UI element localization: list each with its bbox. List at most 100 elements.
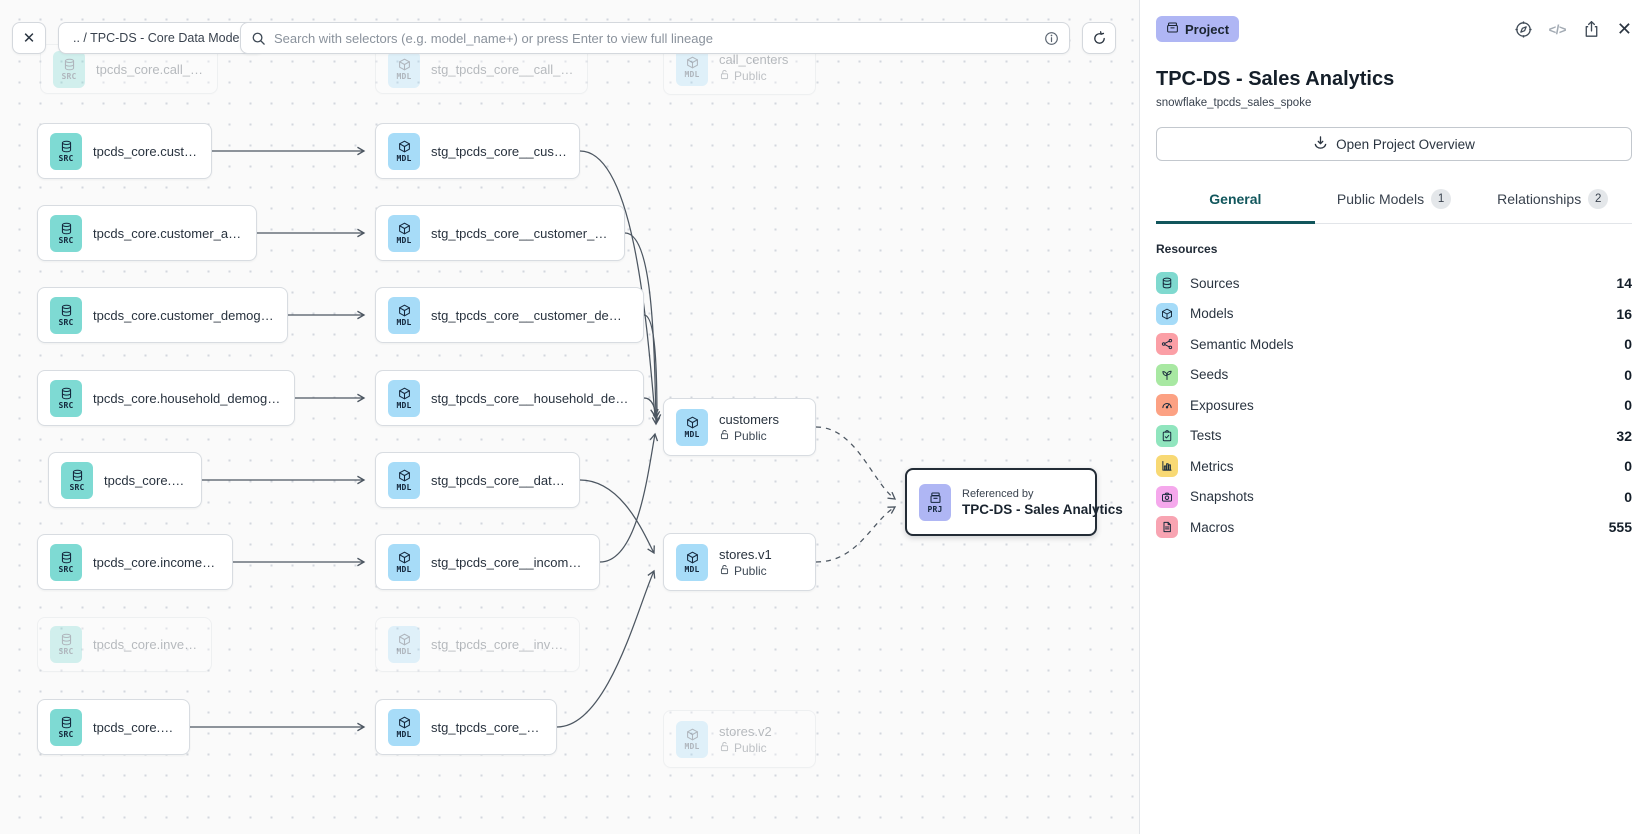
open-project-overview-button[interactable]: Open Project Overview bbox=[1156, 127, 1632, 161]
lock-open-icon bbox=[719, 564, 730, 578]
node-stg-household-demographics[interactable]: MDLstg_tpcds_core__household_demogr… bbox=[375, 370, 644, 426]
close-lineage-button[interactable]: ✕ bbox=[12, 22, 46, 54]
camera-icon bbox=[1156, 485, 1178, 508]
tab-general-label: General bbox=[1209, 191, 1262, 207]
database-icon bbox=[1156, 272, 1178, 295]
cube-icon: MDL bbox=[388, 626, 420, 663]
node-label: stg_tpcds_core__customer bbox=[431, 143, 567, 159]
resource-count: 0 bbox=[1624, 488, 1632, 505]
clipboard-icon bbox=[1156, 424, 1178, 447]
archive-icon: PRJ bbox=[919, 483, 951, 521]
node-stg-date-dim[interactable]: MDL stg_tpcds_core__date_dim bbox=[375, 452, 580, 508]
resource-row-seeds: Seeds 0 bbox=[1156, 360, 1632, 391]
tab-general[interactable]: General bbox=[1156, 183, 1315, 224]
database-icon: SRC bbox=[50, 296, 82, 334]
cube-icon: MDL bbox=[388, 461, 420, 499]
search-input[interactable] bbox=[274, 30, 1036, 46]
search-icon bbox=[251, 31, 266, 46]
node-label: stg_tpcds_core__customer_demogra… bbox=[431, 307, 631, 323]
project-badge-label: Project bbox=[1185, 21, 1230, 37]
resource-count: 555 bbox=[1608, 519, 1632, 536]
cube-icon: MDL bbox=[676, 49, 708, 86]
project-type-badge: Project bbox=[1156, 16, 1240, 42]
explore-lineage-icon[interactable] bbox=[1514, 20, 1533, 39]
node-label: tpcds_core.customer bbox=[93, 143, 199, 159]
node-label: stores.v1 bbox=[719, 546, 772, 562]
project-detail-panel: Project </> ✕ TPC-DS - Sales Analytics s… bbox=[1139, 0, 1648, 834]
overview-button-label: Open Project Overview bbox=[1336, 136, 1475, 152]
public-access-label: Public bbox=[734, 740, 767, 755]
database-icon: SRC bbox=[50, 543, 82, 581]
node-stg-income-band[interactable]: MDL stg_tpcds_core__income_band bbox=[375, 534, 600, 590]
refresh-lineage-button[interactable] bbox=[1082, 22, 1116, 54]
tab-relationships[interactable]: Relationships 2 bbox=[1473, 183, 1632, 224]
cube-icon: MDL bbox=[388, 50, 420, 88]
lineage-canvas[interactable]: SRCtpcds_core.call_centerSRCtpcds_core.c… bbox=[0, 0, 1139, 834]
resource-label: Snapshots bbox=[1190, 489, 1254, 505]
tab-relationships-badge: 2 bbox=[1588, 189, 1609, 209]
close-panel-icon[interactable]: ✕ bbox=[1616, 19, 1632, 39]
tab-public-models[interactable]: Public Models 1 bbox=[1315, 183, 1474, 224]
node-stg-customer-demographics[interactable]: MDLstg_tpcds_core__customer_demogra… bbox=[375, 287, 644, 343]
resource-label: Tests bbox=[1190, 428, 1222, 444]
node-label: stg_tpcds_core__call_center bbox=[431, 61, 575, 77]
breadcrumb[interactable]: .. / TPC-DS - Core Data Models bbox=[58, 22, 264, 54]
resource-count: 0 bbox=[1624, 366, 1632, 383]
node-label: tpcds_core.date_dim bbox=[104, 472, 189, 488]
database-icon: SRC bbox=[50, 626, 82, 663]
node-label: tpcds_core.inventory bbox=[93, 637, 199, 652]
project-subtitle: snowflake_tpcds_sales_spoke bbox=[1156, 97, 1312, 109]
resource-row-snapshots: Snapshots 0 bbox=[1156, 482, 1632, 513]
barchart-icon bbox=[1156, 455, 1178, 478]
view-code-icon[interactable]: </> bbox=[1548, 22, 1567, 37]
resource-label: Seeds bbox=[1190, 367, 1229, 383]
node-stg-inventory[interactable]: MDL stg_tpcds_core__inventory bbox=[375, 617, 580, 672]
overview-icon bbox=[1313, 135, 1328, 153]
info-icon[interactable] bbox=[1044, 31, 1059, 46]
cube-icon: MDL bbox=[388, 543, 420, 581]
node-label: customers bbox=[719, 411, 779, 427]
seed-icon bbox=[1156, 363, 1178, 386]
cube-icon: MDL bbox=[676, 543, 708, 581]
resource-count: 0 bbox=[1624, 458, 1632, 475]
node-label: stg_tpcds_core__date_dim bbox=[431, 472, 567, 488]
cube-icon bbox=[1156, 302, 1178, 325]
public-access-label: Public bbox=[734, 428, 767, 443]
lock-open-icon bbox=[719, 69, 730, 83]
node-label: stg_tpcds_core__inventory bbox=[431, 637, 567, 652]
node-src-inventory[interactable]: SRC tpcds_core.inventory bbox=[37, 617, 212, 672]
semantic-icon bbox=[1156, 333, 1178, 356]
cube-icon: MDL bbox=[388, 214, 420, 252]
resource-count: 14 bbox=[1616, 275, 1632, 292]
panel-tabs: General Public Models 1 Relationships 2 bbox=[1156, 183, 1632, 224]
cube-icon: MDL bbox=[388, 708, 420, 746]
panel-actions: </> ✕ bbox=[1514, 16, 1632, 40]
tab-public-models-badge: 1 bbox=[1431, 189, 1452, 209]
node-label: stg_tpcds_core__household_demogr… bbox=[431, 390, 631, 406]
node-pretitle: Referenced by bbox=[962, 487, 1034, 500]
node-label: stg_tpcds_core__income_band bbox=[431, 554, 587, 570]
cube-icon: MDL bbox=[676, 720, 708, 758]
share-icon[interactable] bbox=[1582, 20, 1601, 39]
database-icon: SRC bbox=[53, 50, 85, 88]
resource-label: Macros bbox=[1190, 519, 1235, 535]
